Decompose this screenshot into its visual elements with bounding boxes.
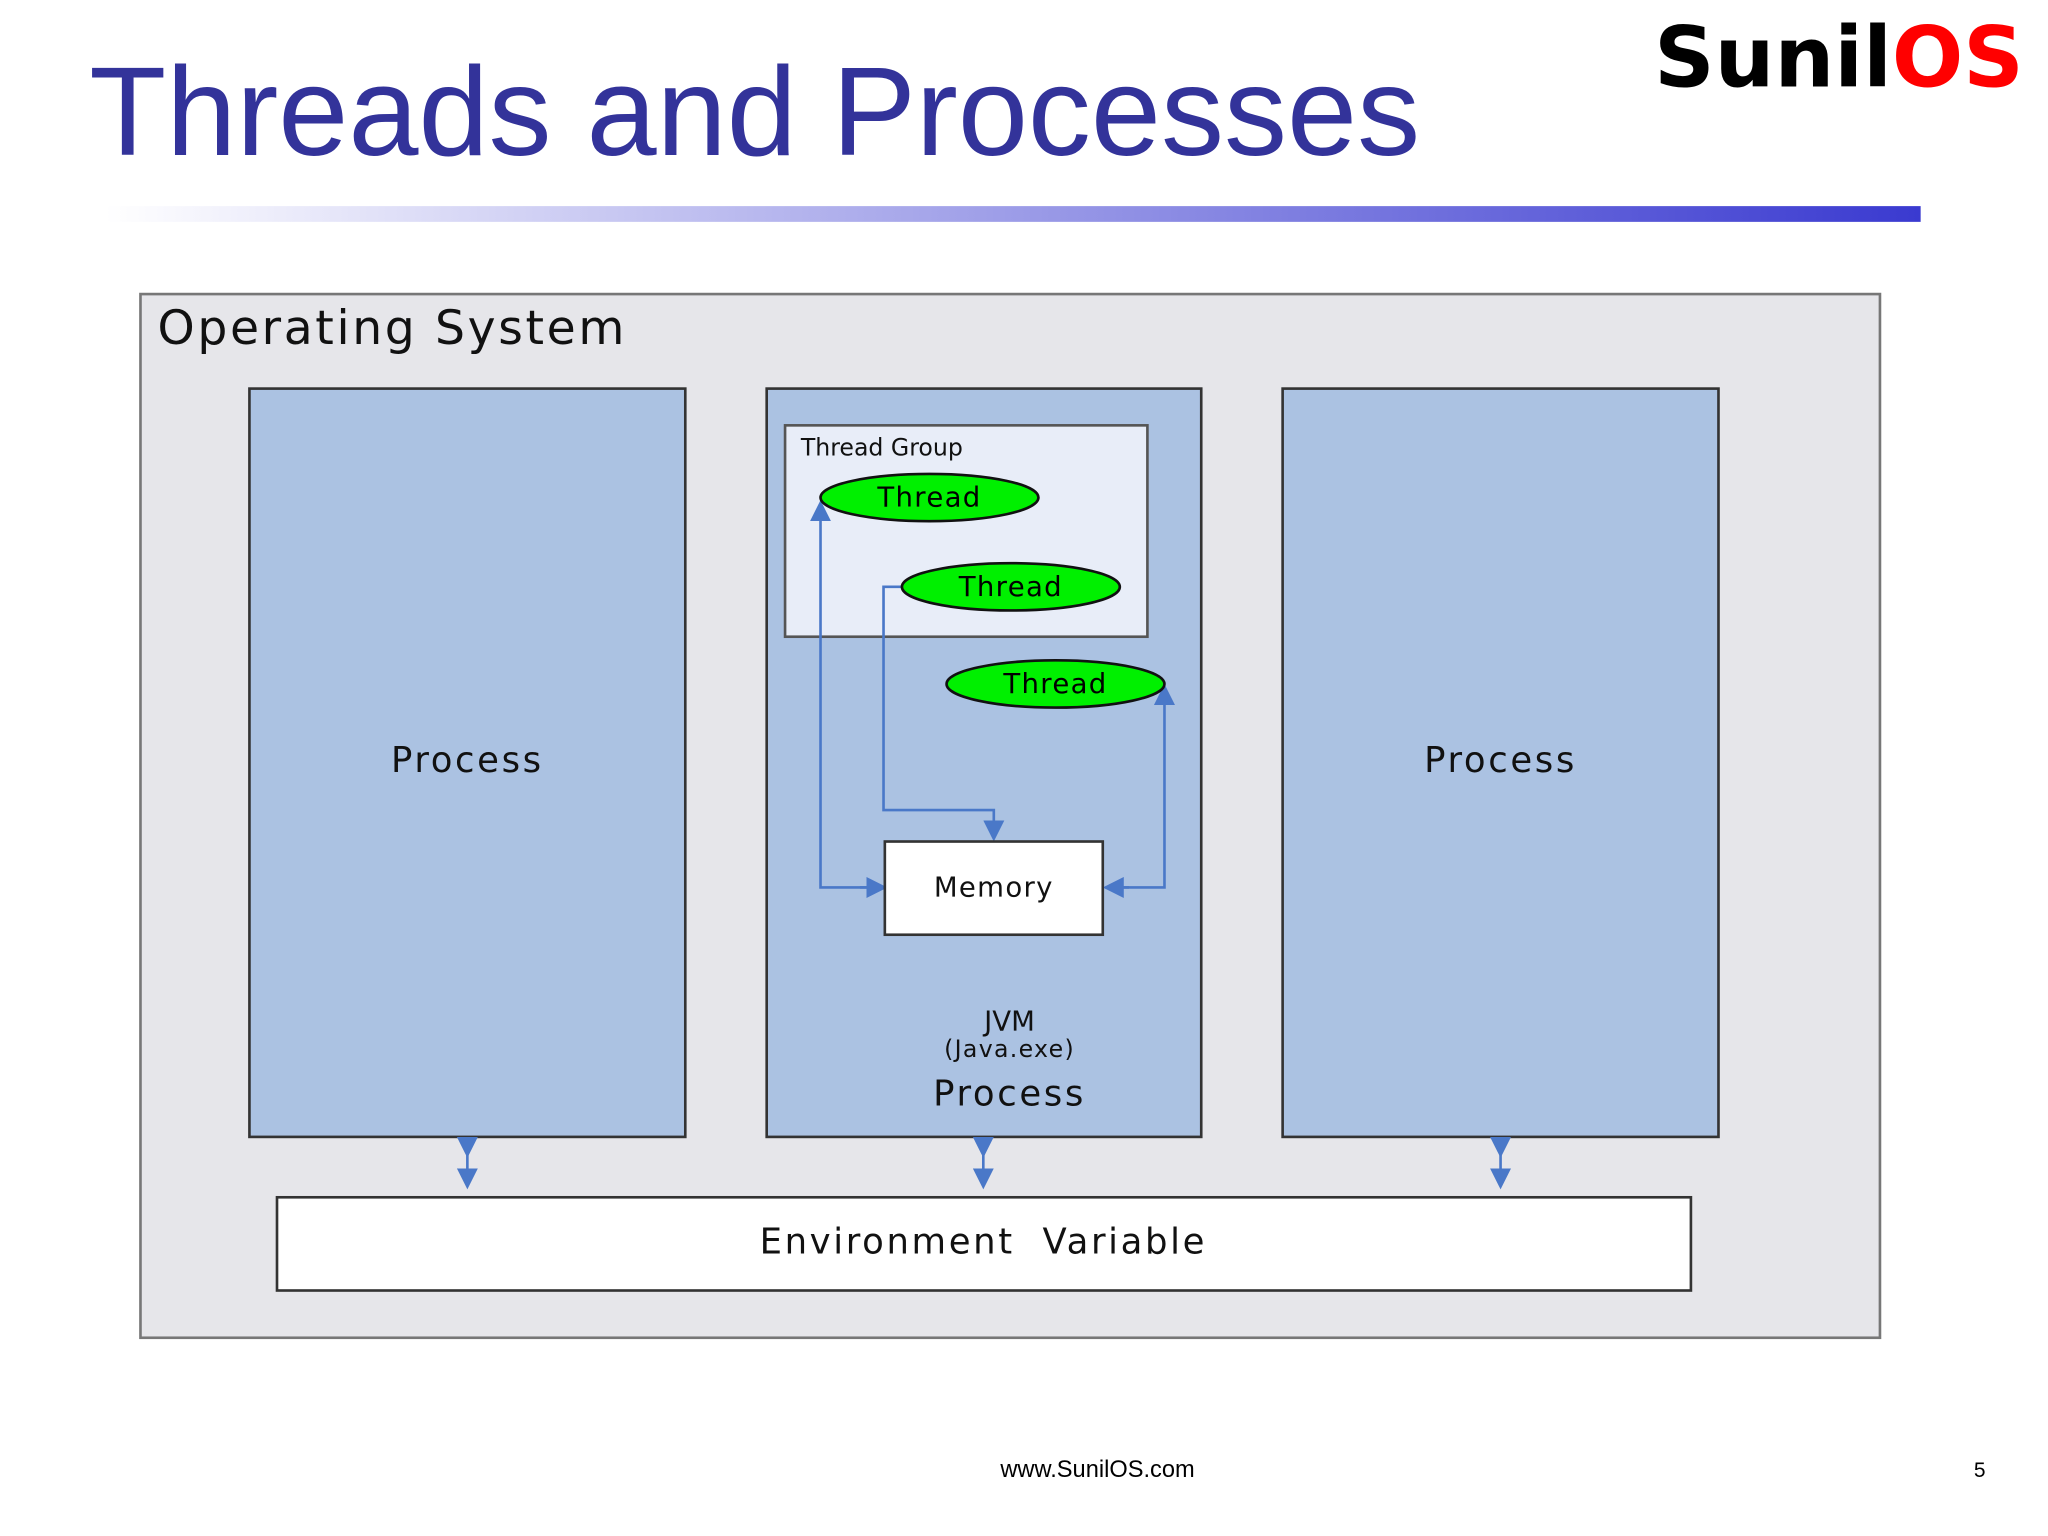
arrow-thread2-memory — [882, 585, 1005, 842]
thread-2 — [900, 561, 1122, 612]
env-label: Environment Variable — [760, 1222, 1207, 1263]
thread-1-label: Thread — [876, 482, 981, 514]
footer-url: www.SunilOS.com — [999, 1457, 1194, 1483]
memory-label: Memory — [934, 872, 1054, 904]
thread-group-label: Thread Group — [800, 434, 963, 462]
thread-3 — [945, 659, 1166, 709]
page-number: 5 — [1974, 1459, 1986, 1482]
jvm-process-label: Process — [933, 1073, 1086, 1114]
process-left — [248, 387, 687, 1139]
thread-1 — [819, 472, 1040, 523]
jvm-label: JVM — [982, 1006, 1035, 1038]
env-box — [275, 1195, 1693, 1292]
memory-box — [883, 840, 1105, 937]
java-exe-label: (Java.exe) — [944, 1035, 1075, 1063]
os-label: Operating System — [158, 301, 627, 356]
thread-2-label: Thread — [958, 571, 1063, 603]
process-right-label: Process — [1424, 740, 1577, 781]
thread-3-label: Thread — [1002, 668, 1107, 700]
logo-sunil: Sunil — [1654, 9, 1892, 107]
logo: SunilOS — [1654, 9, 2024, 107]
slide-title: Threads and Processes — [89, 41, 1420, 182]
process-right — [1281, 387, 1720, 1139]
process-left-label: Process — [391, 740, 544, 781]
logo-os: OS — [1892, 9, 2024, 107]
title-rule — [105, 206, 1921, 222]
